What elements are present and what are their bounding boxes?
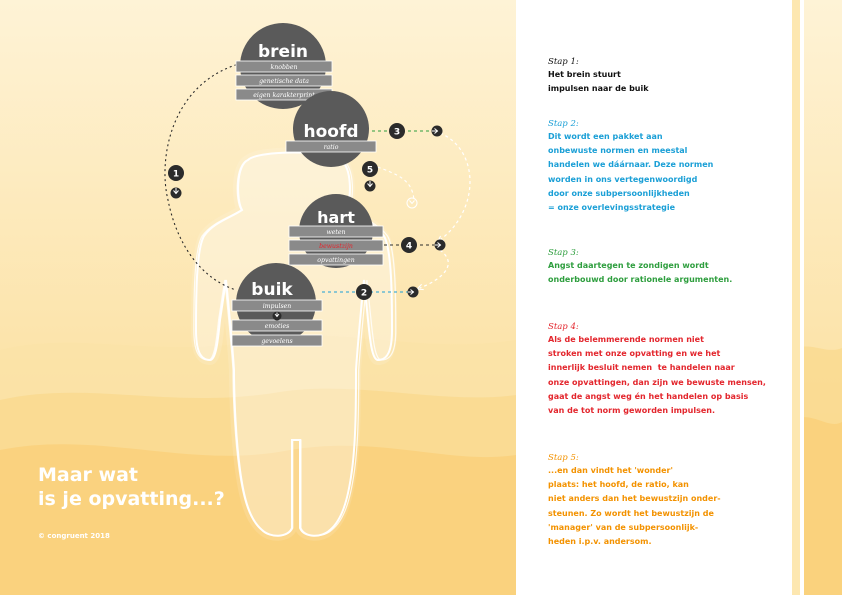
number-circle-1: 1 [168,165,184,181]
number-circle-4: 4 [401,237,417,253]
step-body: Angst daartegen te zondigen wordt onderb… [548,261,733,285]
steps-panel [516,0,792,595]
node-hart: hart weten bewustzijn opvattingen [288,194,384,268]
node-hoofd: hoofd ratio [285,91,377,167]
arrow-head-circle [431,125,443,137]
step-title: Stap 5: [548,453,579,463]
number-label: 2 [361,289,367,299]
arrow-down-icon [272,311,282,321]
sand-wave [0,444,516,595]
step-body: ...en dan vindt het 'wonder' plaats: het… [548,466,721,547]
loop-arc-step1 [164,61,247,291]
step-title: Stap 4: [548,322,579,332]
bar-label: eigen karakterprint [253,92,315,99]
main-heading: Maar wat is je opvatting...? [38,463,278,511]
number-label: 4 [406,242,412,252]
bar-label: impulsen [263,303,292,310]
heading-line-1: Maar wat [38,464,138,486]
step-body: Dit wordt een pakket aan onbewuste norme… [548,132,714,213]
arrow-head-circle [364,180,376,192]
node-label: brein [258,42,308,62]
bar-label: genetische data [259,78,309,85]
step-body: Het brein stuurt impulsen naar de buik [548,70,649,94]
bar-label: emoties [265,323,290,330]
number-label: 5 [367,166,373,176]
number-circle-5: 5 [362,161,378,177]
number-circle-2: 2 [356,284,372,300]
step-body: Als de belemmerende normen niet stroken … [548,335,766,416]
step-4: Stap 4: Als de belemmerende normen niet … [548,321,788,418]
white-curve-arrow [440,132,471,240]
step-title: Stap 2: [548,119,579,129]
step-title: Stap 1: [548,57,579,67]
step-title: Stap 3: [548,248,579,258]
bar-label: weten [326,229,345,236]
bar-label: ratio [324,144,339,151]
panel-stripe [800,0,804,595]
bar-label: opvattingen [317,257,354,264]
step-2: Stap 2: Dit wordt een pakket aan onbewus… [548,118,788,215]
bar-label: knobben [270,64,297,71]
node-label: hoofd [303,122,358,142]
arrow-head-circle [434,239,446,251]
step-1: Stap 1: Het brein stuurt impulsen naar d… [548,56,788,96]
number-circle-3: 3 [389,123,405,139]
panel-stripe [792,0,800,595]
node-brein: brein knobben genetische data eigen kara… [235,23,333,109]
step-3: Stap 3: Angst daartegen te zondigen word… [548,247,788,287]
heading-line-2: is je opvatting...? [38,488,225,510]
step-5: Stap 5: ...en dan vindt het 'wonder' pla… [548,452,788,549]
arrow-step5-path [371,164,415,201]
node-label: buik [251,280,293,300]
node-buik: buik impulsen emoties gevoelens [231,263,323,347]
sand-wave [792,417,842,595]
arrow-head-circle [170,187,182,199]
white-curve-arrow [420,249,449,288]
bar-label: gevoelens [261,338,292,345]
copyright: © congruent 2018 [38,532,110,540]
bar-label-highlight: bewustzijn [319,243,353,250]
arrow-head-circle [407,286,419,298]
arrow-head-circle [406,197,418,209]
number-label: 3 [394,128,400,138]
node-label: hart [317,208,355,227]
number-label: 1 [173,170,179,180]
